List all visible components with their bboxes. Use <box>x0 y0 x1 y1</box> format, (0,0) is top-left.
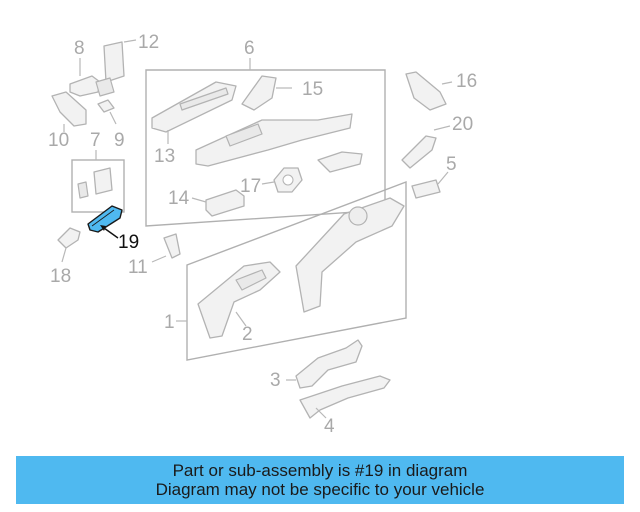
callout-7: 7 <box>90 130 101 151</box>
callout-3: 3 <box>270 370 281 391</box>
part-16 <box>405 71 453 111</box>
callout-19[interactable]: 19 <box>118 232 139 253</box>
part-6-main-rail <box>195 113 353 167</box>
callout-5: 5 <box>446 154 457 175</box>
banner-line-1: Part or sub-assembly is #19 in diagram <box>172 461 468 480</box>
parts-diagram: 8 12 6 15 16 10 7 9 20 13 5 17 14 19 11 … <box>48 32 477 437</box>
part-3 <box>286 339 363 389</box>
callout-16: 16 <box>456 71 477 92</box>
callout-1: 1 <box>164 312 175 333</box>
part-14-bar <box>191 189 245 217</box>
callout-12: 12 <box>138 32 159 53</box>
group-box-7 <box>71 159 125 213</box>
callout-4: 4 <box>324 416 335 437</box>
part-7-items <box>77 167 113 199</box>
part-8-bracket <box>69 58 101 97</box>
part-10-bracket <box>51 91 87 132</box>
callout-9: 9 <box>114 130 125 151</box>
part-9-clip <box>97 99 117 125</box>
part-4 <box>299 375 391 419</box>
part-17 <box>261 167 303 193</box>
callout-14: 14 <box>168 188 190 209</box>
callout-10: 10 <box>48 130 69 151</box>
group-box-1 <box>186 180 407 361</box>
part-19-highlighted[interactable] <box>87 205 123 239</box>
part-6-side-bracket <box>317 151 363 173</box>
callout-2: 2 <box>242 324 253 345</box>
callout-11: 11 <box>128 257 148 278</box>
part-15-bracket <box>241 75 292 111</box>
part-11-bracket <box>151 233 181 263</box>
banner-line-2: Diagram may not be specific to your vehi… <box>155 480 485 499</box>
part-5 <box>411 171 449 199</box>
callout-13: 13 <box>154 146 175 167</box>
part-13-rail <box>151 81 237 144</box>
part-1-apron-right <box>295 197 405 313</box>
callout-20: 20 <box>452 114 473 135</box>
part-20 <box>401 125 451 169</box>
callout-15: 15 <box>302 79 323 100</box>
callout-8: 8 <box>74 38 85 59</box>
part-18 <box>57 227 81 263</box>
callout-17: 17 <box>240 176 261 197</box>
part-12-bracket <box>95 39 137 97</box>
callout-18: 18 <box>50 266 71 287</box>
part-2-apron <box>197 261 281 339</box>
part-info-banner: Part or sub-assembly is #19 in diagram D… <box>16 456 624 504</box>
callout-6: 6 <box>244 38 255 59</box>
